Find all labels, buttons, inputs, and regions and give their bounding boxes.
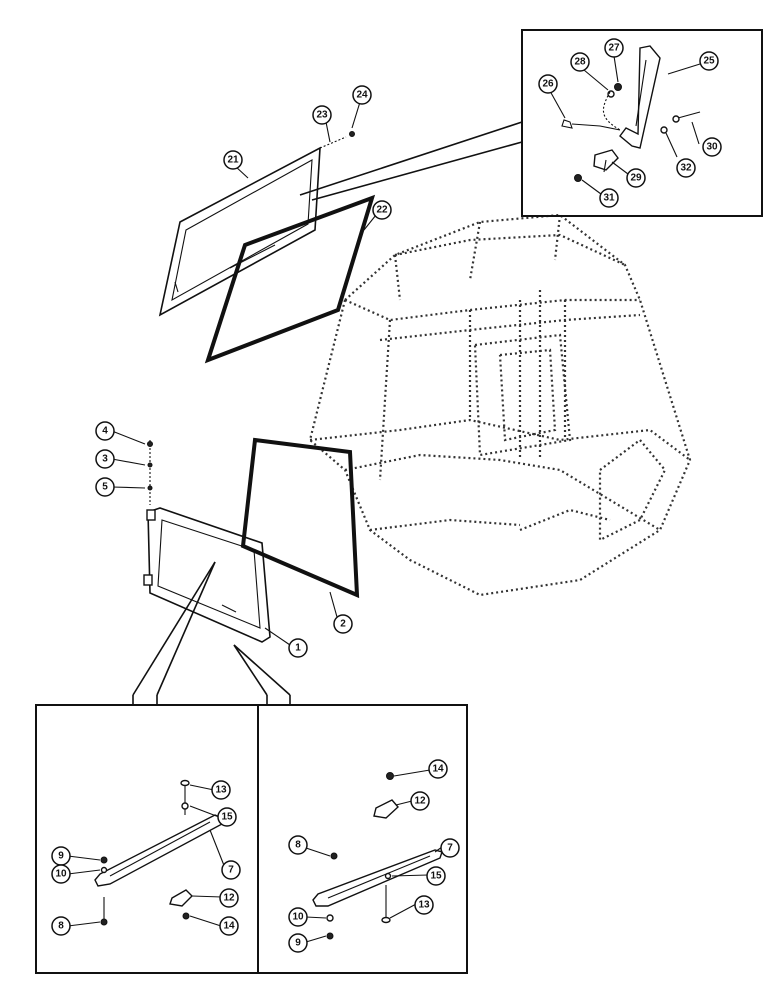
callout-31: 31	[599, 188, 619, 208]
svg-text:30: 30	[706, 142, 718, 153]
callout-7: 7	[221, 860, 241, 880]
callout-12: 12	[219, 888, 239, 908]
svg-text:28: 28	[574, 57, 586, 68]
callout-5: 5	[95, 477, 115, 497]
right-latch-detail-inset	[257, 704, 468, 974]
upper-window-glass	[204, 194, 376, 364]
leader-line	[156, 561, 216, 696]
svg-text:10: 10	[292, 912, 304, 923]
callout-23: 23	[312, 105, 332, 125]
callout-30: 30	[702, 137, 722, 157]
leader-line	[233, 644, 268, 696]
callout-29: 29	[626, 168, 646, 188]
callout-13: 13	[211, 780, 231, 800]
side-window-glass	[240, 437, 360, 599]
svg-text:7: 7	[447, 843, 453, 854]
svg-text:26: 26	[542, 79, 554, 90]
upper-window-frame	[158, 146, 321, 317]
svg-text:3: 3	[102, 454, 108, 465]
svg-text:21: 21	[227, 155, 239, 166]
callout-14: 14	[428, 759, 448, 779]
svg-text:25: 25	[703, 56, 715, 67]
callout-4: 4	[95, 421, 115, 441]
callout-28: 28	[570, 52, 590, 72]
callout-15: 15	[217, 807, 237, 827]
svg-text:12: 12	[414, 796, 426, 807]
callout-13: 13	[414, 895, 434, 915]
callout-26: 26	[538, 74, 558, 94]
svg-text:24: 24	[356, 90, 368, 101]
leader-line	[233, 644, 291, 696]
svg-text:4: 4	[102, 426, 108, 437]
leader-line	[132, 561, 216, 696]
svg-text:2: 2	[340, 619, 346, 630]
leader-line	[311, 141, 523, 201]
hinge-detail-inset	[521, 29, 763, 217]
svg-text:8: 8	[58, 921, 64, 932]
svg-text:15: 15	[221, 812, 233, 823]
cab-frame-outline	[308, 213, 692, 597]
callout-27: 27	[604, 38, 624, 58]
callout-10: 10	[288, 907, 308, 927]
callout-14: 14	[219, 916, 239, 936]
svg-text:31: 31	[603, 193, 615, 204]
svg-text:7: 7	[228, 865, 234, 876]
callout-8: 8	[288, 835, 308, 855]
svg-text:14: 14	[223, 921, 235, 932]
svg-text:1: 1	[295, 643, 301, 654]
callout-8: 8	[51, 916, 71, 936]
callout-9: 9	[288, 933, 308, 953]
callout-1: 1	[288, 638, 308, 658]
svg-text:15: 15	[430, 871, 442, 882]
screw-icon	[349, 131, 355, 137]
side-window-frame	[143, 507, 271, 643]
callout-21: 21	[223, 150, 243, 170]
hinge-bracket	[619, 45, 661, 149]
left-latch-parts	[94, 779, 223, 926]
svg-text:13: 13	[215, 785, 227, 796]
svg-text:22: 22	[376, 205, 388, 216]
callout-25: 25	[699, 51, 719, 71]
svg-text:29: 29	[630, 173, 642, 184]
right-latch-parts	[312, 772, 443, 940]
svg-text:13: 13	[418, 900, 430, 911]
svg-text:9: 9	[295, 938, 301, 949]
callout-15: 15	[426, 866, 446, 886]
callout-9: 9	[51, 846, 71, 866]
callout-3: 3	[95, 449, 115, 469]
callout-2: 2	[333, 614, 353, 634]
svg-text:10: 10	[55, 869, 67, 880]
svg-text:32: 32	[680, 163, 692, 174]
callout-10: 10	[51, 864, 71, 884]
knob-icon	[593, 149, 619, 173]
svg-text:27: 27	[608, 43, 620, 54]
svg-text:12: 12	[223, 893, 235, 904]
callout-7: 7	[440, 838, 460, 858]
svg-text:5: 5	[102, 482, 108, 493]
callout-22: 22	[372, 200, 392, 220]
bolt-stack	[147, 440, 153, 505]
svg-text:23: 23	[316, 110, 328, 121]
callout-24: 24	[352, 85, 372, 105]
leader-line	[299, 121, 523, 196]
callout-32: 32	[676, 158, 696, 178]
svg-text:9: 9	[58, 851, 64, 862]
svg-text:8: 8	[295, 840, 301, 851]
svg-text:14: 14	[432, 764, 444, 775]
callout-12: 12	[410, 791, 430, 811]
